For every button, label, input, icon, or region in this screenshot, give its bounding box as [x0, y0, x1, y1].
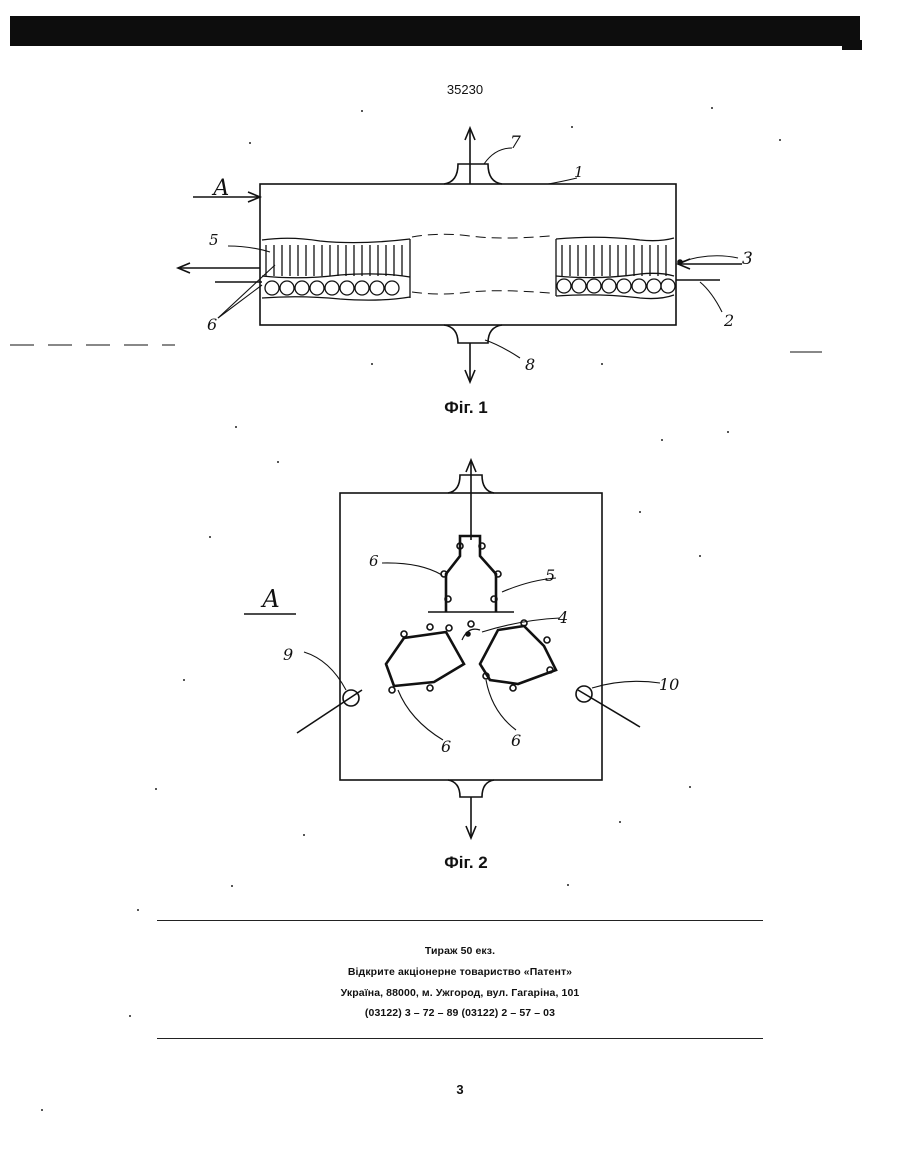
- fig1-leader-7: [484, 148, 512, 164]
- fig1-leader-8: [485, 340, 520, 358]
- imprint-phones: (03122) 3 – 72 – 89 (03122) 2 – 57 – 03: [157, 1007, 763, 1019]
- fig2-label-6-top: 6: [369, 552, 379, 570]
- fig2-label-6-left: 6: [441, 737, 451, 756]
- fig1-label-8: 8: [525, 355, 535, 374]
- fig1-label-view: А: [211, 176, 230, 201]
- fig1-dashed-upper: [412, 234, 550, 238]
- fig2-bottle-right: [480, 626, 556, 684]
- fig1-leader-5: [228, 246, 270, 252]
- fig2-centre-arc: [462, 629, 480, 640]
- fig2-leader-6-left: [398, 690, 443, 740]
- fig1-dashed-lower: [412, 291, 550, 294]
- fig1-top-nozzle: [444, 164, 502, 184]
- fig2-label-view: А: [260, 585, 280, 613]
- scan-speckles: [41, 107, 781, 1111]
- fig1-point-3: [678, 260, 682, 264]
- figure-1-caption: Фіг. 1: [16, 398, 900, 418]
- fig1-bottom-nozzle: [444, 325, 502, 343]
- fig1-label-1: 1: [574, 163, 584, 181]
- fig2-bottom-nozzle: [448, 780, 494, 797]
- figure-2-caption: Фіг. 2: [16, 853, 900, 873]
- figure-2: А 6 5 4 9 10 6 6: [244, 460, 679, 838]
- fig1-label-6: 6: [207, 315, 217, 334]
- fig2-label-9: 9: [283, 645, 293, 664]
- fig1-right-pack: [556, 237, 675, 298]
- fig1-leader-2: [700, 282, 722, 312]
- fig2-port-9-line: [297, 690, 362, 733]
- fig1-leader-6b: [218, 285, 262, 318]
- fig2-leader-6-right: [486, 680, 516, 730]
- fig2-bottle-upright: [446, 536, 496, 612]
- fig2-bottle-left: [386, 632, 464, 686]
- fig1-leader-3: [681, 256, 738, 262]
- imprint-company: Відкрите акціонерне товариство «Патент»: [157, 966, 763, 978]
- fig1-label-7: 7: [510, 133, 521, 153]
- imprint-rule-bottom: [157, 1038, 763, 1039]
- fig2-label-4: 4: [557, 608, 568, 627]
- fig2-label-6-right: 6: [511, 731, 521, 750]
- figure-1: А 5 6 1 7 8 3 2: [10, 128, 822, 382]
- fig1-leader-1: [548, 178, 577, 184]
- imprint-print-run: Тираж 50 екз.: [157, 945, 763, 957]
- fig1-label-5: 5: [209, 231, 219, 249]
- page-number: 3: [0, 1082, 900, 1097]
- fig1-left-pack: [262, 238, 410, 300]
- fig2-port-10-line: [578, 690, 640, 727]
- fig2-leader-6-top: [382, 563, 442, 575]
- fig2-label-5: 5: [545, 566, 555, 585]
- fig1-label-3: 3: [742, 249, 753, 269]
- fig1-label-2: 2: [723, 311, 734, 330]
- fig2-label-10: 10: [659, 675, 679, 694]
- imprint-rule-top: [157, 920, 763, 921]
- imprint-address: Україна, 88000, м. Ужгород, вул. Гагарін…: [157, 987, 763, 999]
